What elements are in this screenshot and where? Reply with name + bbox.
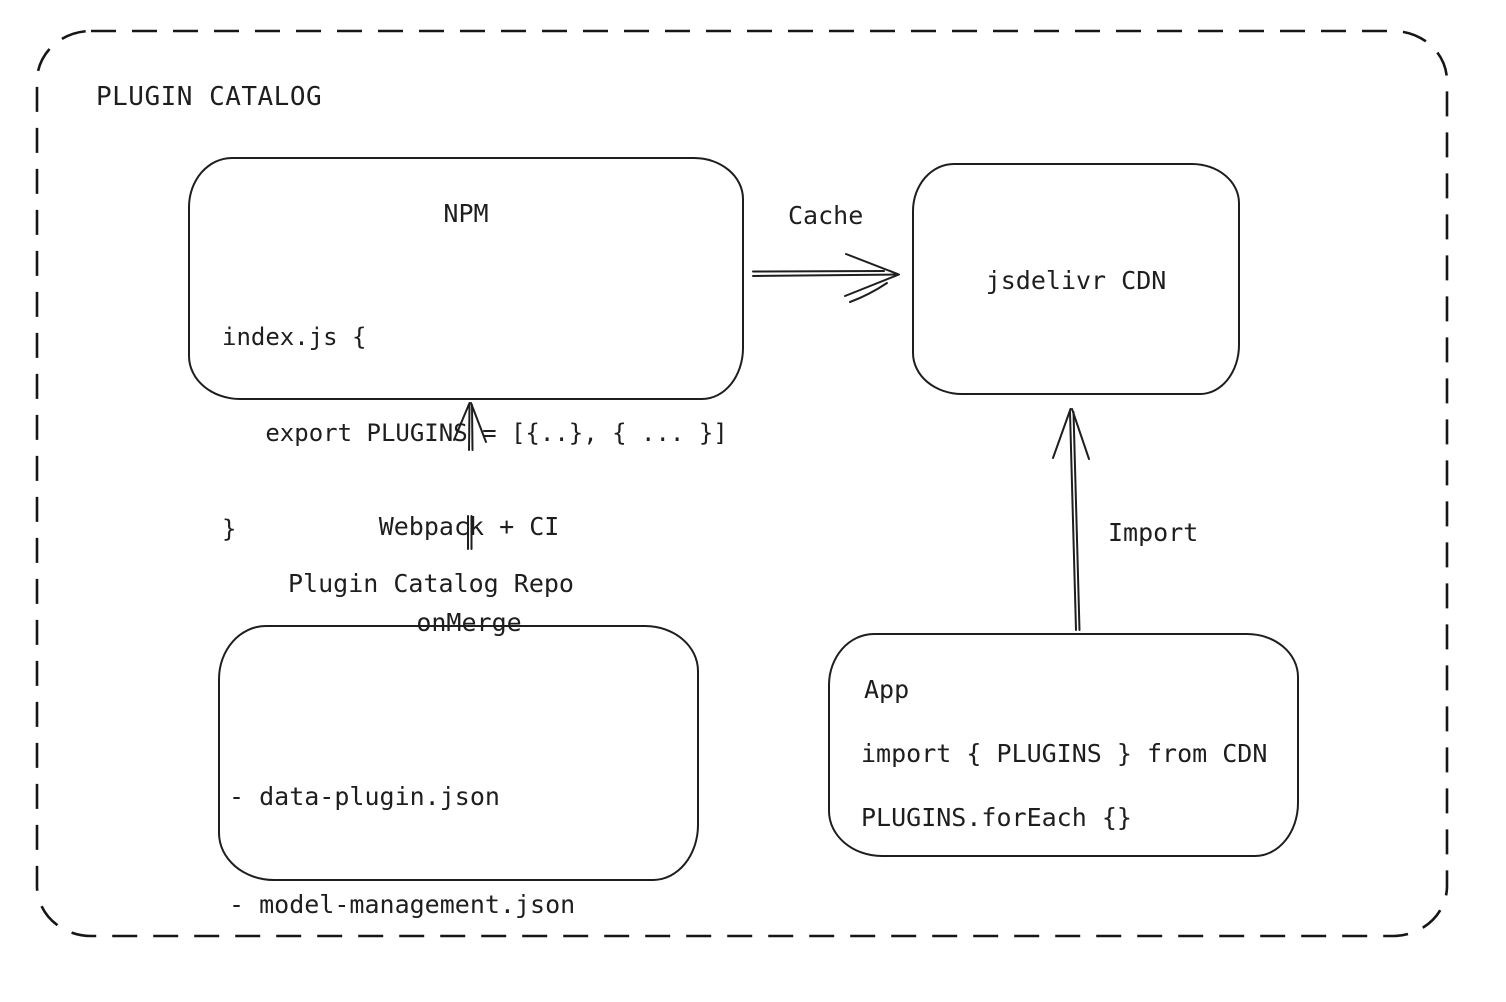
cache-arrow-head [844,253,900,297]
cdn-label: jsdelivr CDN [985,266,1167,295]
npm-title: NPM [443,199,489,228]
repo-node-label: Plugin Catalog Repo [288,569,574,598]
import-arrow-shaft [1069,411,1077,631]
cache-arrow [752,253,900,303]
node-jsdelivr-cdn: jsdelivr CDN [912,163,1240,395]
app-code-line: PLUGINS.forEach {} [861,803,1132,832]
cache-arrow-shaft [752,273,897,277]
cache-arrow-head [849,282,888,303]
node-npm: NPM index.js { export PLUGINS = [{..}, {… [188,157,744,543]
repo-file-list: - data-plugin.json - model-management.js… [229,707,575,1002]
import-arrow-head [1071,408,1090,460]
cache-arrow-shaft [752,270,885,273]
import-arrow-shaft [1072,411,1081,631]
repo-file-item: - data-plugin.json [229,782,500,811]
npm-code-line: index.js { [222,323,367,351]
build-edge-label-line2: onMerge [416,608,522,637]
app-title: App [864,675,910,704]
frame-title: PLUGIN CATALOG [96,82,323,112]
cache-edge-label: Cache [788,201,864,230]
npm-code-line: export PLUGINS = [{..}, { ... }] [222,419,728,447]
import-arrow-head [1052,408,1072,459]
repo-file-item: ... [229,995,575,1002]
import-arrow [1052,408,1090,631]
repo-file-item: - model-management.json [229,890,576,919]
node-app: App import { PLUGINS } from CDN PLUGINS.… [828,633,1299,857]
app-code-line: import { PLUGINS } from CDN [861,739,1268,768]
import-edge-label: Import [1108,518,1199,547]
build-edge-label-line1: Webpack + CI [378,512,560,541]
